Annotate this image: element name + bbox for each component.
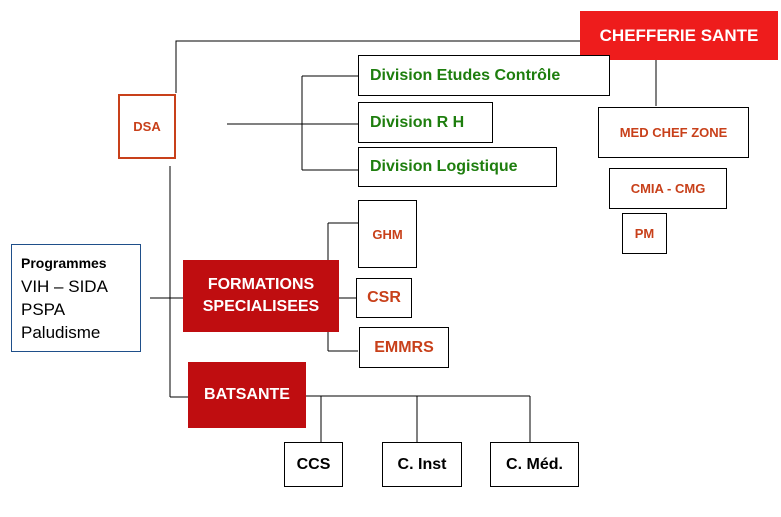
dsa-node: DSA	[118, 94, 176, 159]
division-etudes-controle-node: Division Etudes Contrôle	[358, 55, 610, 96]
ghm-label: GHM	[372, 226, 403, 242]
batsante-node: BATSANTE	[188, 362, 306, 428]
formations-specialisees-node: FORMATIONS SPECIALISEES	[183, 260, 339, 332]
cmia-cmg-node: CMIA - CMG	[609, 168, 727, 209]
division-logistique-label: Division Logistique	[370, 158, 518, 175]
c-inst-node: C. Inst	[382, 442, 462, 487]
ccs-node: CCS	[284, 442, 343, 487]
formations-label-line1: FORMATIONS	[207, 276, 315, 293]
chefferie-sante-node: CHEFFERIE SANTE	[580, 11, 778, 60]
cmia-cmg-label: CMIA - CMG	[630, 181, 706, 196]
med-chef-zone-node: MED CHEF ZONE	[598, 107, 749, 158]
csr-node: CSR	[356, 278, 412, 318]
c-med-label: C. Méd.	[506, 455, 563, 473]
division-rh-label: Division R H	[370, 113, 465, 131]
division-etudes-controle-label: Division Etudes Contrôle	[370, 66, 561, 84]
programmes-title: Programmes	[21, 255, 107, 271]
formations-label-line2: SPECIALISEES	[202, 298, 320, 315]
division-logistique-node: Division Logistique	[358, 147, 557, 187]
med-chef-zone-label: MED CHEF ZONE	[619, 125, 728, 140]
batsante-label: BATSANTE	[204, 386, 290, 403]
emmrs-node: EMMRS	[359, 327, 449, 368]
csr-label: CSR	[367, 289, 401, 306]
programme-item: PSPA	[21, 300, 66, 319]
chefferie-sante-label: CHEFFERIE SANTE	[599, 25, 759, 45]
division-rh-node: Division R H	[358, 102, 493, 143]
c-med-node: C. Méd.	[490, 442, 579, 487]
emmrs-label: EMMRS	[374, 338, 434, 356]
pm-label: PM	[634, 226, 655, 241]
programme-item: Paludisme	[21, 323, 101, 342]
programme-item: VIH – SIDA	[21, 277, 108, 296]
pm-node: PM	[622, 213, 667, 254]
c-inst-label: C. Inst	[397, 455, 447, 473]
dsa-label: DSA	[133, 119, 161, 134]
programmes-box: Programmes VIH – SIDA PSPA Paludisme	[11, 244, 141, 352]
ccs-label: CCS	[296, 455, 331, 473]
ghm-node: GHM	[358, 200, 417, 268]
